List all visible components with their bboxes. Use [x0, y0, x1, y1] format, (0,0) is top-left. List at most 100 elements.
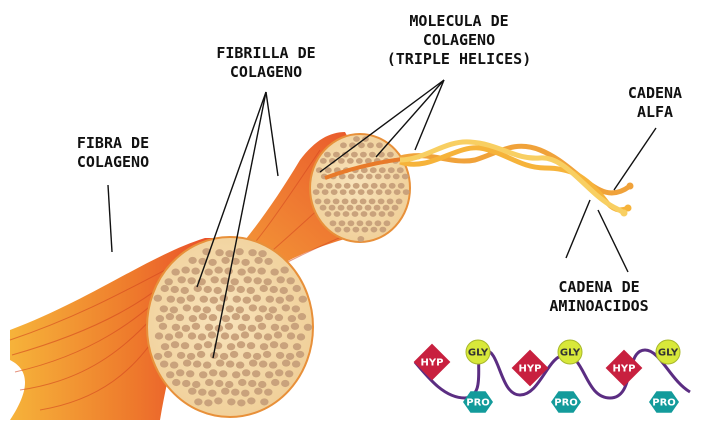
fibril-dot: [286, 353, 294, 360]
fibril-dot: [243, 352, 251, 359]
fibril-dot: [291, 323, 299, 330]
fibril-dot: [370, 211, 377, 217]
fibril-dot: [244, 276, 252, 283]
fibril-dot: [388, 167, 395, 173]
fibril-dot: [259, 361, 267, 368]
fibril-dot: [326, 183, 333, 189]
fibril-dot: [329, 205, 336, 211]
fibril-dot: [241, 390, 249, 397]
fibril-dot: [325, 211, 332, 217]
fibril-dot: [340, 189, 347, 195]
fibril-dot: [286, 295, 294, 302]
fibril-dot: [161, 343, 169, 350]
fibril-dot: [322, 189, 329, 195]
fibril-dot: [192, 323, 200, 330]
fibril-dot: [247, 397, 255, 404]
fibril-dot: [176, 369, 184, 376]
fibril-dot: [383, 205, 390, 211]
fibril-dot: [271, 324, 279, 331]
fibril-dot: [260, 343, 268, 350]
fibril-dot: [270, 269, 278, 276]
fibril-dot: [293, 343, 301, 350]
fibril-dot: [367, 189, 374, 195]
fibril-dot: [366, 220, 373, 226]
fibril-dot: [379, 167, 386, 173]
fibril-dot: [166, 371, 174, 378]
fibril-dot: [176, 314, 184, 321]
fibril-dot: [287, 332, 295, 339]
fibril-dot: [233, 296, 241, 303]
fibril-dot: [282, 304, 290, 311]
fibril-dot: [182, 325, 190, 332]
fibril-dot: [340, 142, 347, 148]
fibril-dot: [231, 333, 239, 340]
fibril-dot: [226, 305, 234, 312]
fibril-dot: [396, 199, 403, 205]
fibril-dot: [171, 269, 179, 276]
fibril-dot: [333, 152, 340, 158]
fibril-dot: [298, 313, 306, 320]
fibril-cross-section: [310, 134, 410, 242]
fibril-dot: [282, 360, 290, 367]
fibril-dot: [348, 174, 355, 180]
fibril-dot: [292, 305, 300, 312]
fibril-dot: [369, 199, 376, 205]
fibril-dot: [380, 227, 387, 233]
fibril-dot: [188, 332, 196, 339]
fibril-dot: [287, 277, 295, 284]
hyp-label: HYP: [421, 358, 444, 369]
fibril-dot: [264, 333, 272, 340]
fibril-dot: [197, 351, 205, 358]
fibril-dot: [280, 267, 288, 274]
fibril-dot: [225, 323, 233, 330]
fibril-dot: [182, 380, 190, 387]
fibril-dot: [320, 158, 327, 164]
label-molecula-de-colageno: MOLECULA DE COLAGENO (TRIPLE HELICES): [374, 12, 544, 69]
fibril-dot: [214, 397, 222, 404]
fibril-dot: [330, 220, 337, 226]
fibril-dot: [324, 199, 331, 205]
fibril-dot: [378, 199, 385, 205]
fibril-dot: [210, 297, 218, 304]
label-line: COLAGENO: [58, 153, 168, 172]
fibril-dot: [347, 158, 354, 164]
fibril-dot: [231, 278, 239, 285]
fibril-dot: [277, 276, 285, 283]
fibril-dot: [193, 305, 201, 312]
hyp-label: HYP: [519, 364, 542, 375]
label-line: MOLECULA DE: [374, 12, 544, 31]
fibril-dot: [211, 276, 219, 283]
fibril-dot: [392, 205, 399, 211]
label-line: (TRIPLE HELICES): [374, 50, 544, 69]
fibril-dot: [275, 369, 283, 376]
fibril-dot: [313, 189, 320, 195]
fibril-dot: [243, 297, 251, 304]
fibril-dot: [375, 174, 382, 180]
fibril-dot: [203, 362, 211, 369]
fibril-dot: [344, 227, 351, 233]
fibril-dot: [281, 380, 289, 387]
fibril-dot: [248, 380, 256, 387]
label-fibra-de-colageno: FIBRA DE COLAGENO: [58, 134, 168, 172]
fibril-dot: [335, 183, 342, 189]
fibril-dot: [385, 189, 392, 195]
fibril-dot: [204, 269, 212, 276]
fibril-dot: [177, 352, 185, 359]
fibril-dot: [203, 306, 211, 313]
fibril-dot: [334, 211, 341, 217]
fibril-dot: [221, 257, 229, 264]
fibril-dot: [208, 259, 216, 266]
fibril-dot: [216, 360, 224, 367]
fibril-dot: [254, 332, 262, 339]
fibril-dot: [255, 315, 263, 322]
fibril-dot: [160, 361, 168, 368]
fibril-dot: [226, 361, 234, 368]
fibril-dot: [188, 257, 196, 264]
fibril-dot: [342, 199, 349, 205]
fibril-dot: [214, 267, 222, 274]
fibril-dot: [266, 296, 274, 303]
fibril-dot: [204, 286, 212, 293]
fibril-dot: [225, 250, 233, 257]
fibril-dot: [258, 381, 266, 388]
